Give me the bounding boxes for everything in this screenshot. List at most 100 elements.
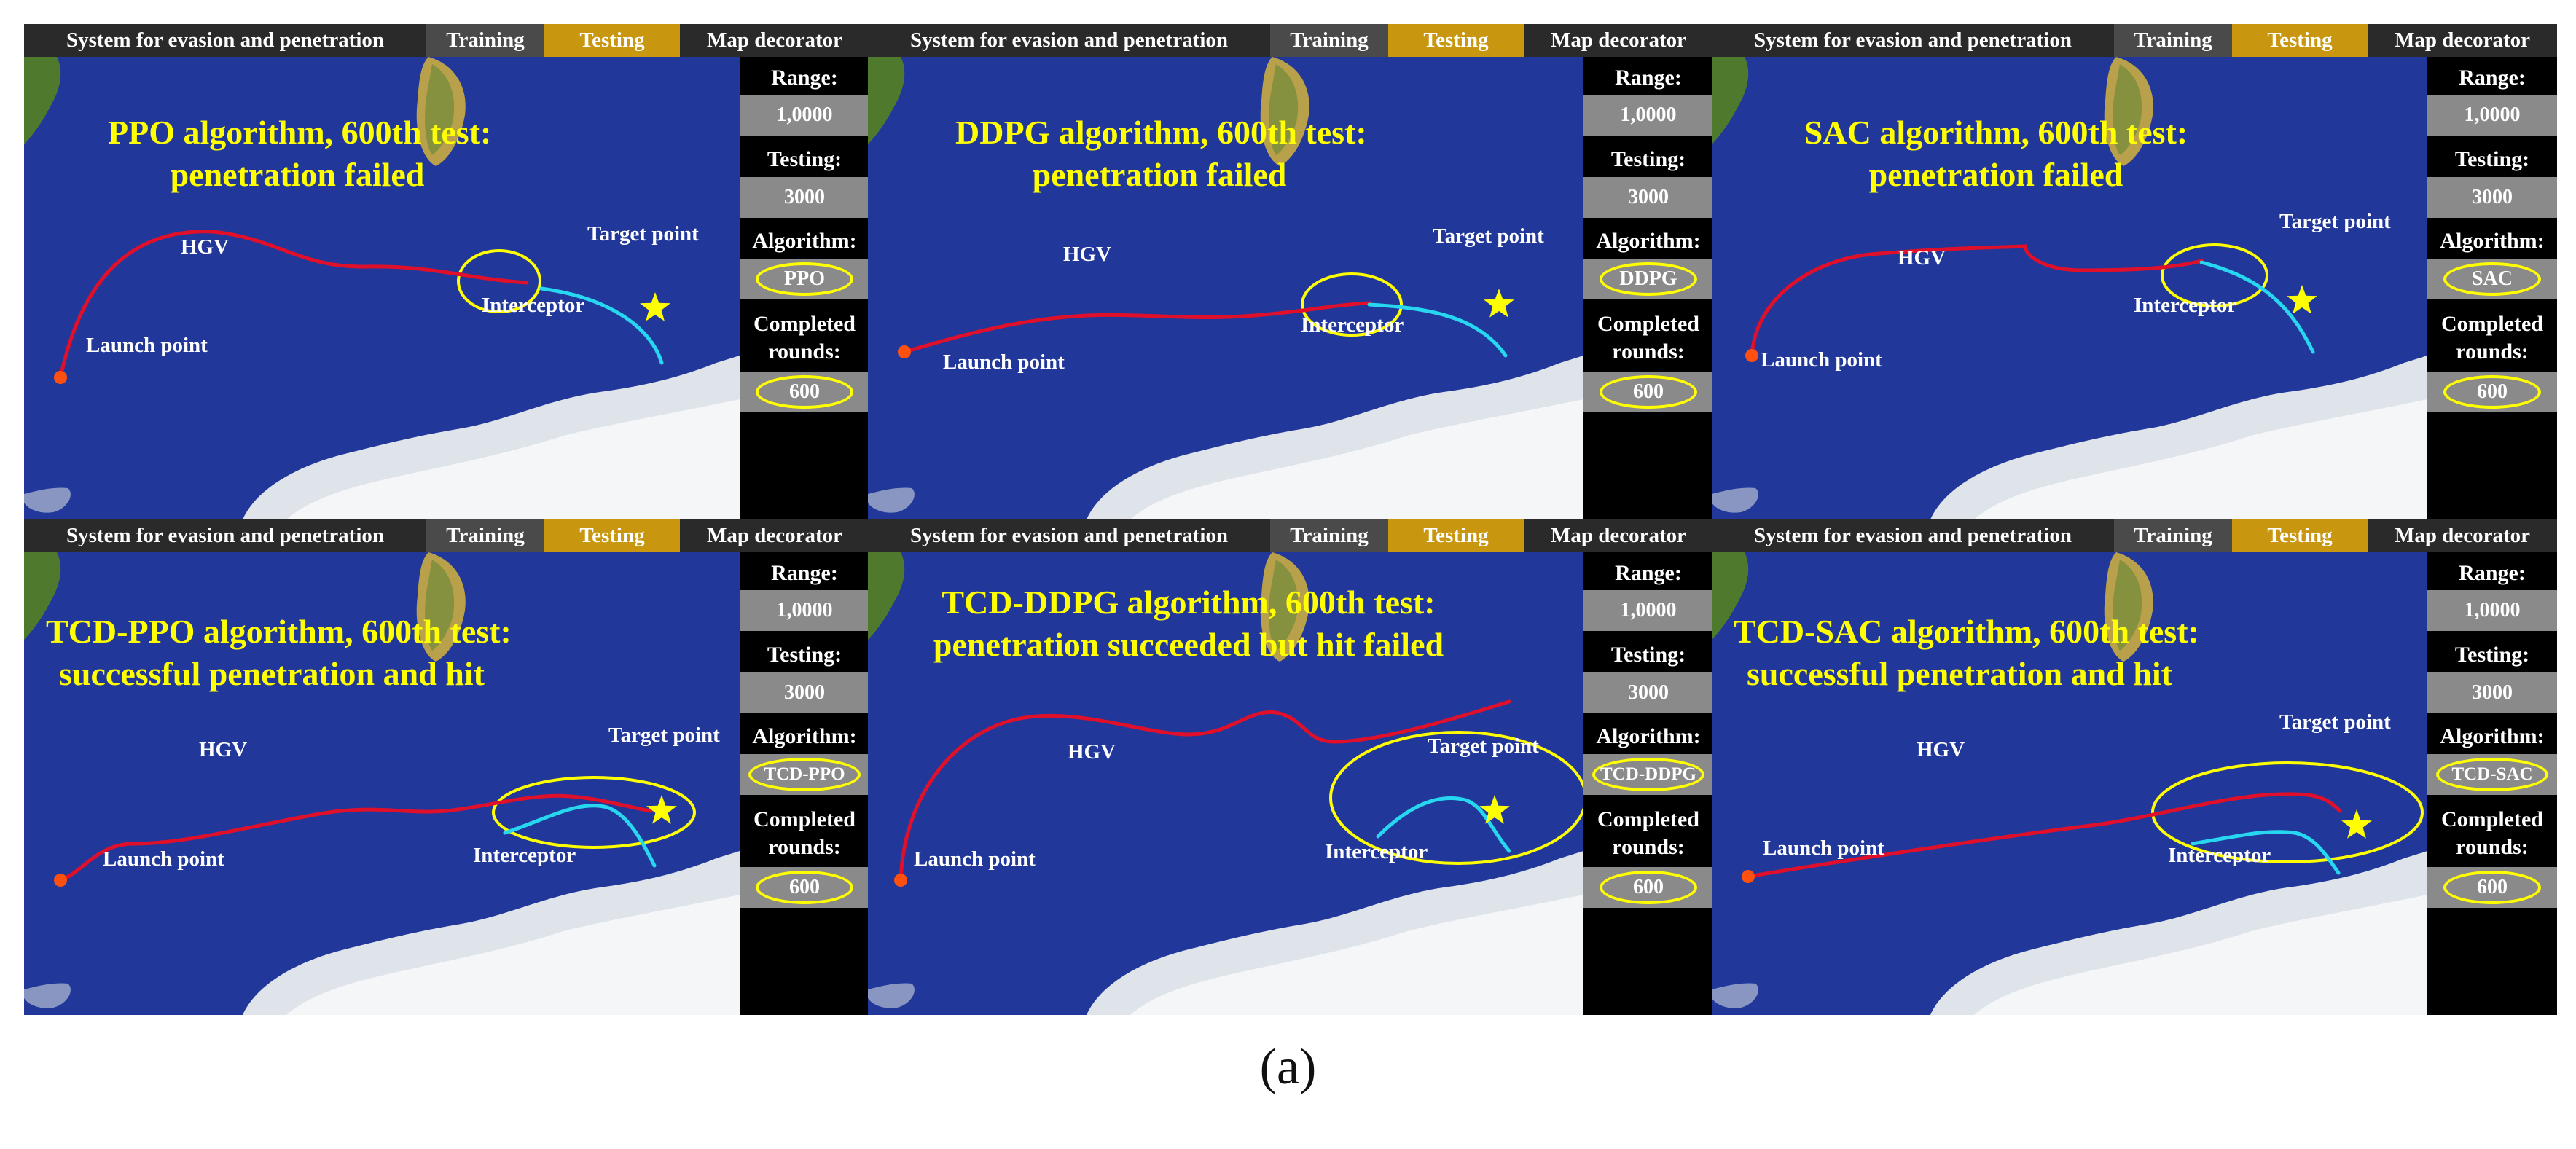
target-star-icon (646, 795, 677, 824)
menu-testing[interactable]: Testing (2232, 519, 2368, 552)
testing-label: Testing: (2454, 147, 2530, 171)
menu-map-decorator[interactable]: Map decorator (1524, 24, 1713, 57)
completed-label-line2: rounds: (1612, 835, 1685, 859)
menu-map-decorator[interactable]: Map decorator (2368, 519, 2557, 552)
range-label: Range: (2459, 561, 2526, 585)
map-canvas (24, 552, 740, 1015)
menu-testing[interactable]: Testing (1388, 24, 1524, 57)
menu-map-decorator[interactable]: Map decorator (2368, 24, 2557, 57)
interceptor-label: Interceptor (482, 294, 585, 317)
range-value: 1,0000 (1583, 95, 1713, 136)
launch-point-label: Launch point (103, 847, 224, 871)
menu-system[interactable]: System for evasion and penetration (1712, 24, 2114, 57)
result-headline: SAC algorithm, 600th test: penetration f… (1777, 111, 2215, 196)
headline-line2: penetration failed (1032, 156, 1287, 193)
menu-system[interactable]: System for evasion and penetration (1712, 519, 2114, 552)
target-star-icon (1484, 289, 1514, 318)
hgv-label: HGV (1917, 738, 1965, 761)
menu-testing[interactable]: Testing (544, 519, 680, 552)
landmass-west (24, 552, 61, 640)
menu-training[interactable]: Training (426, 24, 544, 57)
menu-testing[interactable]: Testing (1388, 519, 1524, 552)
completed-rounds-label: Completed rounds: (1583, 310, 1713, 366)
sim-panel: System for evasion and penetration Train… (1712, 519, 2557, 1015)
menu-bar: System for evasion and penetration Train… (24, 519, 869, 552)
headline-line2: successful penetration and hit (1747, 655, 2172, 692)
testing-label: Testing: (767, 147, 842, 171)
menu-bar: System for evasion and penetration Train… (868, 24, 1713, 57)
result-headline: DDPG algorithm, 600th test: penetration … (955, 111, 1367, 196)
algorithm-label: Algorithm: (752, 724, 857, 748)
headline-line1: TCD-PPO algorithm, 600th test: (46, 613, 512, 650)
rounds-value: 600 (756, 375, 853, 409)
launch-point-marker (54, 874, 67, 887)
landmass-west (868, 552, 905, 640)
menu-training[interactable]: Training (1270, 24, 1388, 57)
menu-system[interactable]: System for evasion and penetration (868, 24, 1270, 57)
hgv-label: HGV (199, 738, 248, 761)
algorithm-value: DDPG (1600, 262, 1697, 296)
range-value: 1,0000 (2427, 590, 2557, 631)
target-point-label: Target point (587, 222, 699, 246)
testing-value: 3000 (740, 672, 869, 713)
completed-rounds-label: Completed rounds: (2427, 310, 2557, 366)
highlight-oval (457, 249, 541, 313)
testing-value: 3000 (1583, 177, 1713, 218)
algorithm-value: TCD-PPO (748, 758, 861, 791)
menu-map-decorator[interactable]: Map decorator (680, 24, 869, 57)
menu-testing[interactable]: Testing (2232, 24, 2368, 57)
interceptor-trajectory (539, 286, 664, 365)
range-label: Range: (1615, 66, 1682, 90)
rounds-value: 600 (2443, 871, 2541, 904)
completed-label-line1: Completed (1597, 807, 1699, 831)
testing-label: Testing: (767, 643, 842, 667)
algorithm-label: Algorithm: (1596, 724, 1701, 748)
testing-value: 3000 (2427, 672, 2557, 713)
range-value: 1,0000 (740, 95, 869, 136)
headline-line1: DDPG algorithm, 600th test: (955, 114, 1367, 151)
interceptor-trajectory (2191, 830, 2341, 875)
launch-point-marker (1742, 870, 1755, 883)
menu-bar: System for evasion and penetration Train… (1712, 24, 2557, 57)
target-point-label: Target point (1428, 734, 1539, 758)
hgv-label: HGV (1063, 243, 1112, 266)
launch-point-label: Launch point (1763, 836, 1884, 860)
range-label: Range: (2459, 66, 2526, 90)
sim-panel: System for evasion and penetration Train… (1712, 24, 2557, 519)
range-value: 1,0000 (740, 590, 869, 631)
menu-system[interactable]: System for evasion and penetration (868, 519, 1270, 552)
result-headline: PPO algorithm, 600th test: penetration f… (108, 111, 491, 196)
status-sidebar: Range: 1,0000 Testing: 3000 Algorithm: T… (740, 552, 869, 1015)
menu-map-decorator[interactable]: Map decorator (1524, 519, 1713, 552)
target-point-label: Target point (2279, 710, 2391, 734)
menu-testing[interactable]: Testing (544, 24, 680, 57)
launch-point-marker (894, 874, 907, 887)
range-value: 1,0000 (1583, 590, 1713, 631)
menu-training[interactable]: Training (2114, 519, 2232, 552)
menu-training[interactable]: Training (2114, 24, 2232, 57)
launch-point-label: Launch point (943, 350, 1065, 374)
menu-system[interactable]: System for evasion and penetration (24, 24, 426, 57)
landmass-west (1712, 552, 1749, 640)
headline-line2: penetration failed (170, 156, 425, 193)
map-canvas (24, 57, 740, 519)
headline-line2: penetration succeeded but hit failed (933, 626, 1444, 663)
menu-training[interactable]: Training (426, 519, 544, 552)
completed-label-line2: rounds: (768, 835, 841, 859)
completed-label-line1: Completed (2441, 807, 2543, 831)
algorithm-value: SAC (2443, 262, 2541, 296)
algorithm-label: Algorithm: (2440, 229, 2545, 253)
menu-map-decorator[interactable]: Map decorator (680, 519, 869, 552)
target-point-label: Target point (608, 723, 720, 747)
menu-system[interactable]: System for evasion and penetration (24, 519, 426, 552)
range-label: Range: (771, 561, 838, 585)
landmass-west (24, 57, 61, 144)
menu-training[interactable]: Training (1270, 519, 1388, 552)
hgv-trajectory (902, 301, 1371, 354)
menu-bar: System for evasion and penetration Train… (868, 519, 1713, 552)
algorithm-label: Algorithm: (1596, 229, 1701, 253)
algorithm-value: TCD-DDPG (1592, 758, 1704, 791)
headline-line1: TCD-SAC algorithm, 600th test: (1734, 613, 2199, 650)
hgv-trajectory (1746, 792, 2342, 879)
hgv-label: HGV (1068, 740, 1116, 764)
